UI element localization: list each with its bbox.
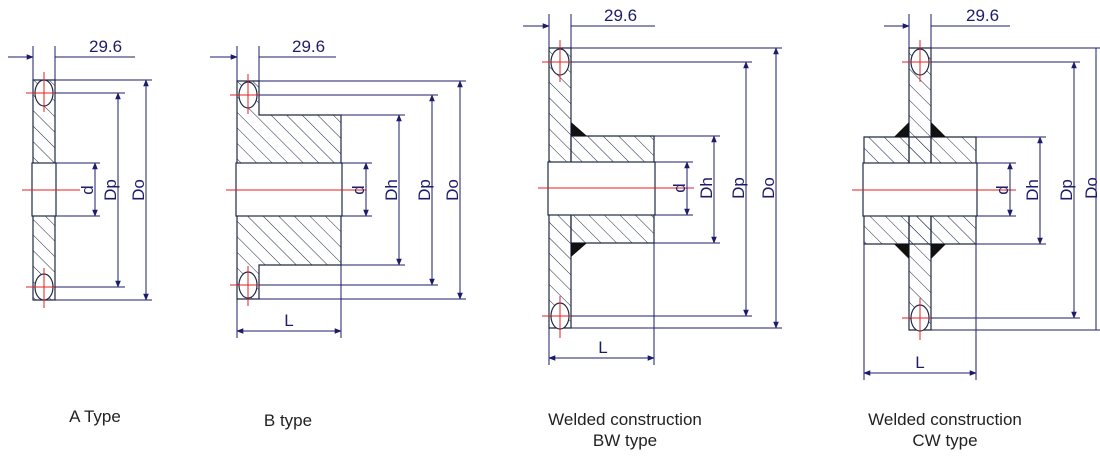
caption-a-type: A Type <box>40 406 150 427</box>
cw-hub-dia-label: Dh <box>1023 179 1042 201</box>
cw-weld-top-right <box>931 122 946 137</box>
a-bore-label: d <box>78 185 97 194</box>
caption-b-type: B type <box>233 410 343 431</box>
cw-dimensions <box>863 14 1100 380</box>
a-dimensions <box>8 46 152 301</box>
caption-cw-type-line-2: CW type <box>912 431 978 450</box>
b-outer-dia-label: Do <box>443 179 462 201</box>
b-dimensions <box>210 46 466 338</box>
bw-bore-label: d <box>670 183 689 192</box>
caption-cw-type-line-1: Welded construction <box>868 410 1022 429</box>
b-pitch-dia-label: Dp <box>415 179 434 201</box>
drawing-b-type: 29.6 d Dh Dp Do L <box>210 37 466 338</box>
cw-length-label: L <box>915 353 924 372</box>
bw-pitch-dia-label: Dp <box>729 177 748 199</box>
caption-bw-type-line-1: Welded construction <box>548 410 702 429</box>
bw-pitch-label: 29.6 <box>604 6 637 25</box>
caption-bw-type-line-2: BW type <box>592 431 658 450</box>
cw-centerlines <box>852 40 1016 340</box>
drawing-cw-type: 29.6 d Dh Dp Do L <box>852 6 1100 380</box>
b-length-label: L <box>284 311 293 330</box>
bw-weld-top <box>571 122 587 136</box>
caption-cw-type: Welded construction CW type <box>855 409 1035 451</box>
cw-weld-bottom-left <box>894 244 909 259</box>
cw-bore-label: d <box>993 185 1012 194</box>
bw-weld-bottom <box>571 243 587 257</box>
bw-dimensions <box>523 14 782 365</box>
cw-weld-bottom-right <box>931 244 946 259</box>
cw-pitch-dia-label: Dp <box>1057 179 1076 201</box>
cw-pitch-label: 29.6 <box>966 6 999 25</box>
a-outer-dia-label: Do <box>129 179 148 201</box>
b-hub-dia-label: Dh <box>382 179 401 201</box>
b-bore-label: d <box>349 185 368 194</box>
a-pitch-dia-label: Dp <box>101 179 120 201</box>
drawing-a-type: 29.6 d Dp Do <box>8 37 152 308</box>
bw-outer-dia-label: Do <box>759 177 778 199</box>
caption-b-type-line-1: B type <box>263 411 313 430</box>
a-pitch-label: 29.6 <box>89 37 122 56</box>
caption-a-type-line-1: A Type <box>69 407 121 426</box>
drawing-bw-type: 29.6 d Dh Dp Do L <box>523 6 782 365</box>
bw-hub-dia-label: Dh <box>697 177 716 199</box>
caption-bw-type: Welded construction BW type <box>535 409 715 451</box>
a-centerlines <box>22 72 80 308</box>
cw-outer-dia-label: Do <box>1082 177 1100 199</box>
bw-length-label: L <box>598 338 607 357</box>
cw-weld-top-left <box>894 122 909 137</box>
b-pitch-label: 29.6 <box>292 37 325 56</box>
